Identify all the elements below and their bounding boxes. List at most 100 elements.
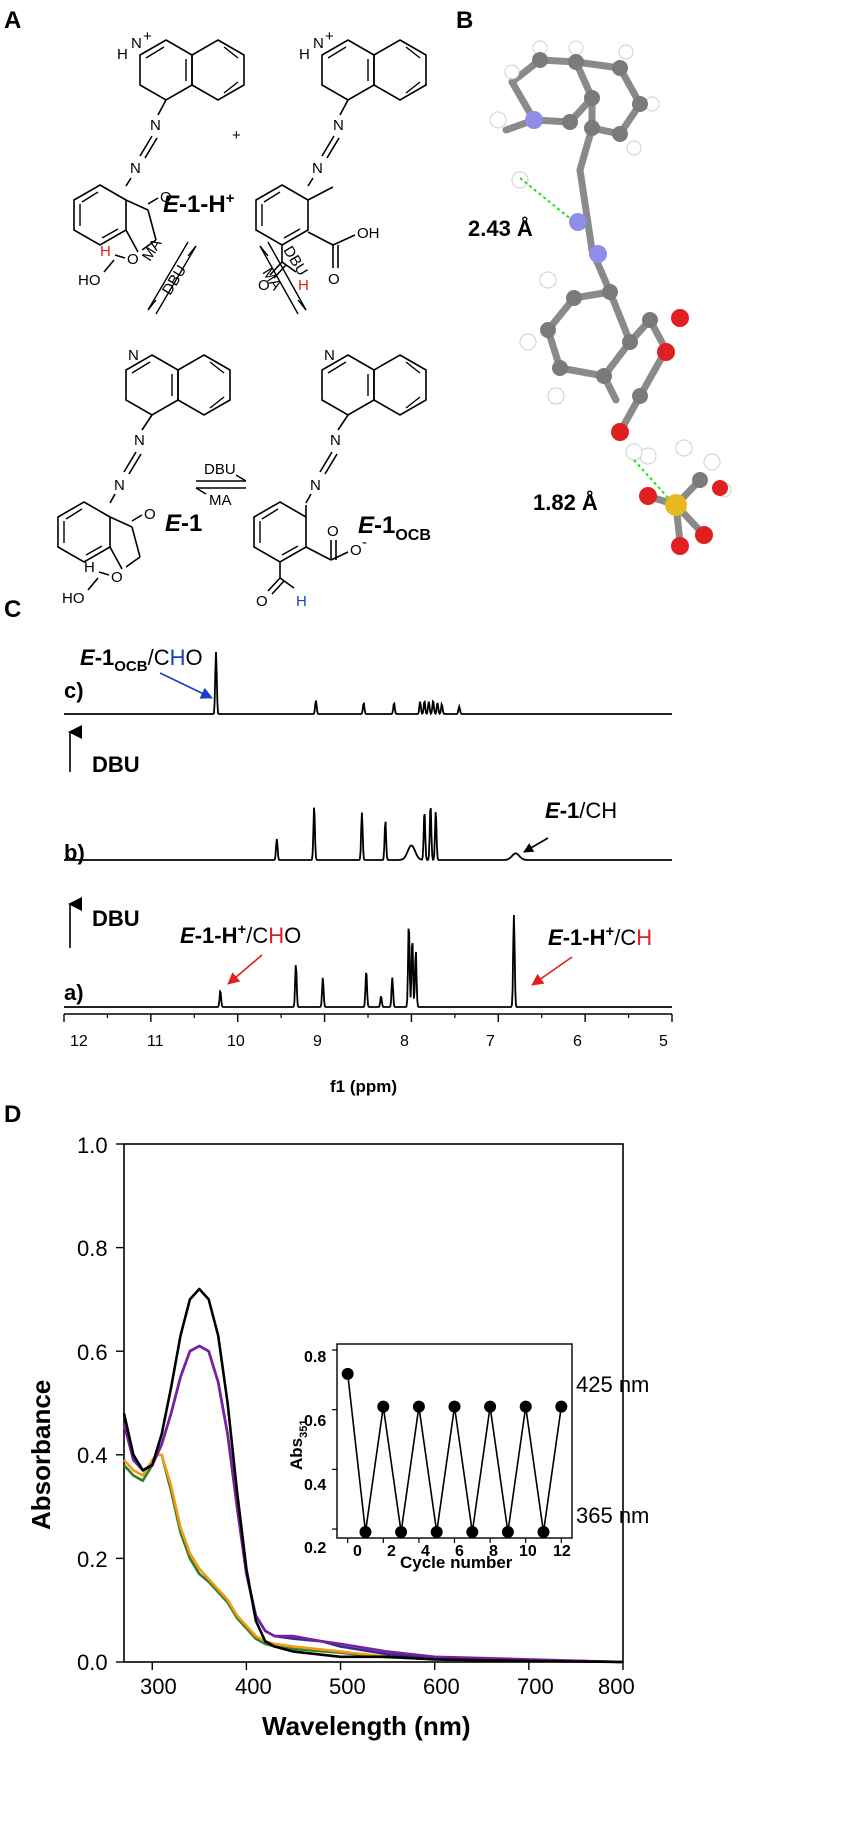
inset-ticks	[332, 1349, 562, 1543]
trace-label-c: c)	[64, 678, 84, 703]
inset-x-tick-label: 12	[553, 1543, 571, 1560]
uv-y-tick-label: 0.8	[77, 1236, 108, 1261]
inset-x-tick-label: 4	[421, 1543, 430, 1560]
trace-label-a: a)	[64, 980, 84, 1005]
uv-series-line	[123, 1453, 624, 1664]
inset-y-tick-label: 0.4	[304, 1477, 326, 1494]
atom-o: O	[258, 277, 270, 294]
arrow-label: DBU	[159, 262, 190, 298]
atom-o: O	[327, 523, 339, 540]
inset-x-axis-title: Cycle number	[400, 1553, 513, 1572]
panel-label-c: C	[4, 596, 21, 623]
atom-ho: HO	[78, 272, 101, 289]
nmr-tick-label: 11	[147, 1033, 164, 1050]
inset-x-tick-label: 8	[489, 1543, 498, 1560]
atom-o: O	[328, 271, 340, 288]
atom-n: N	[313, 35, 324, 52]
nmr-tick-label: 10	[227, 1033, 245, 1050]
nmr-x-axis-title: f1 (ppm)	[330, 1077, 397, 1096]
atom-o: O	[127, 251, 139, 268]
atom-ho: HO	[62, 590, 85, 607]
atom-n: N	[114, 477, 125, 494]
uv-y-axis-title: Absorbance	[26, 1380, 56, 1530]
uv-series-line	[123, 1453, 624, 1664]
nmr-tick-label: 5	[659, 1033, 668, 1050]
inset-data-point	[519, 1400, 532, 1413]
annot-e1h-ch: E-1-H+/CH	[548, 923, 652, 950]
molecule-e1h-lactol: H N + N N O O H HO	[73, 28, 245, 289]
annot-e1ocb-cho: E-1OCB/CHO	[80, 645, 203, 675]
nmr-tick-label: 6	[573, 1033, 582, 1050]
annot-arrow-red-left	[227, 954, 263, 985]
distance-label-bottom: 1.82 Å	[533, 489, 598, 515]
atom-n: N	[312, 160, 323, 177]
uv-x-tick-label: 700	[517, 1674, 554, 1699]
distance-label-top: 2.43 Å	[468, 215, 533, 241]
panel-label-a: A	[4, 7, 21, 34]
uv-chart: 1.0 0.8 0.6 0.4 0.2 0.0 300 400 500 600 …	[26, 1133, 649, 1741]
atom-h-blue: H	[296, 593, 307, 610]
inset-data-point	[395, 1526, 408, 1539]
nmr-trace-b	[64, 807, 672, 862]
inset-y-tick-label: 0.2	[304, 1540, 326, 1557]
inset-data-point	[537, 1526, 550, 1539]
inset-data-point	[430, 1526, 443, 1539]
uv-x-tick-label: 800	[598, 1674, 635, 1699]
atom-n: N	[131, 35, 142, 52]
atom-n: N	[333, 117, 344, 134]
step-label-lower: DBU	[92, 906, 140, 931]
annot-arrow-blue	[159, 672, 213, 699]
uv-plot-frame	[123, 1143, 624, 1663]
inset-data-point	[412, 1400, 425, 1413]
uv-y-tick-label: 1.0	[77, 1133, 108, 1158]
atom-h-red: H	[298, 277, 309, 294]
charge-plus: +	[143, 28, 152, 45]
nmr-tick-label: 7	[486, 1033, 495, 1050]
crystal-structure: 2.43 Å 1.82 Å	[468, 40, 732, 555]
atom-n: N	[150, 117, 161, 134]
label-e1h: E-1-H+	[163, 190, 235, 218]
equilibrium-arrow-middle: DBU MA	[195, 461, 247, 509]
uv-y-tick-label: 0.4	[77, 1443, 108, 1468]
nmr-tick-label: 12	[70, 1033, 88, 1050]
uv-series-line	[122, 1344, 624, 1664]
plus-sign: +	[232, 127, 241, 144]
inset-label-low: 365 nm	[576, 1503, 649, 1528]
inset-data-point	[555, 1400, 568, 1413]
inset-x-tick-label: 0	[353, 1543, 362, 1560]
equilibrium-arrow-left: MA DBU	[139, 236, 197, 315]
nmr-tick-label: 8	[400, 1033, 409, 1050]
nmr-trace-a	[64, 914, 672, 1008]
nmr-x-ticks	[63, 1014, 673, 1022]
atom-h: H	[299, 46, 310, 63]
inset-x-tick-label: 6	[455, 1543, 464, 1560]
panel-label-b: B	[456, 7, 473, 34]
atom-n: N	[130, 160, 141, 177]
atom-oh: OH	[357, 225, 380, 242]
reaction-scheme: H N + N N O O H HO + H N	[57, 28, 431, 610]
uv-ticks	[116, 1143, 624, 1670]
nmr-chart: 12 11 10 9 8 7 6 5 f1 (ppm) c) b) a) DBU…	[63, 645, 673, 1096]
uv-series-group	[122, 1287, 624, 1664]
annot-arrow-red-right	[531, 956, 573, 986]
uv-x-tick-label: 600	[423, 1674, 460, 1699]
uv-y-tick-label: 0.0	[77, 1650, 108, 1675]
atom-h-red: H	[100, 243, 111, 260]
inset-data-point	[341, 1367, 354, 1380]
charge-minus: -	[362, 534, 367, 551]
molecule-e1-lactol: N N N O O H HO	[57, 347, 231, 607]
annot-e1h-cho: E-1-H+/CHO	[180, 921, 301, 948]
inset-y-axis-title: Abs351	[287, 1420, 310, 1470]
arrow-label: MA	[139, 236, 165, 264]
uv-y-tick-label: 0.2	[77, 1547, 108, 1572]
inset-data-point	[466, 1526, 479, 1539]
panel-label-d: D	[4, 1101, 21, 1128]
nmr-trace-c	[64, 651, 672, 716]
annot-e1-ch: E-1/CH	[545, 798, 617, 823]
inset-label-high: 425 nm	[576, 1372, 649, 1397]
uv-inset-chart: 0.8 0.6 0.4 0.2 0 2 4 6 8 10 12 Cycle nu…	[287, 1343, 649, 1572]
atom-o: O	[144, 506, 156, 523]
atom-o: O	[256, 593, 268, 610]
inset-line	[346, 1373, 563, 1533]
